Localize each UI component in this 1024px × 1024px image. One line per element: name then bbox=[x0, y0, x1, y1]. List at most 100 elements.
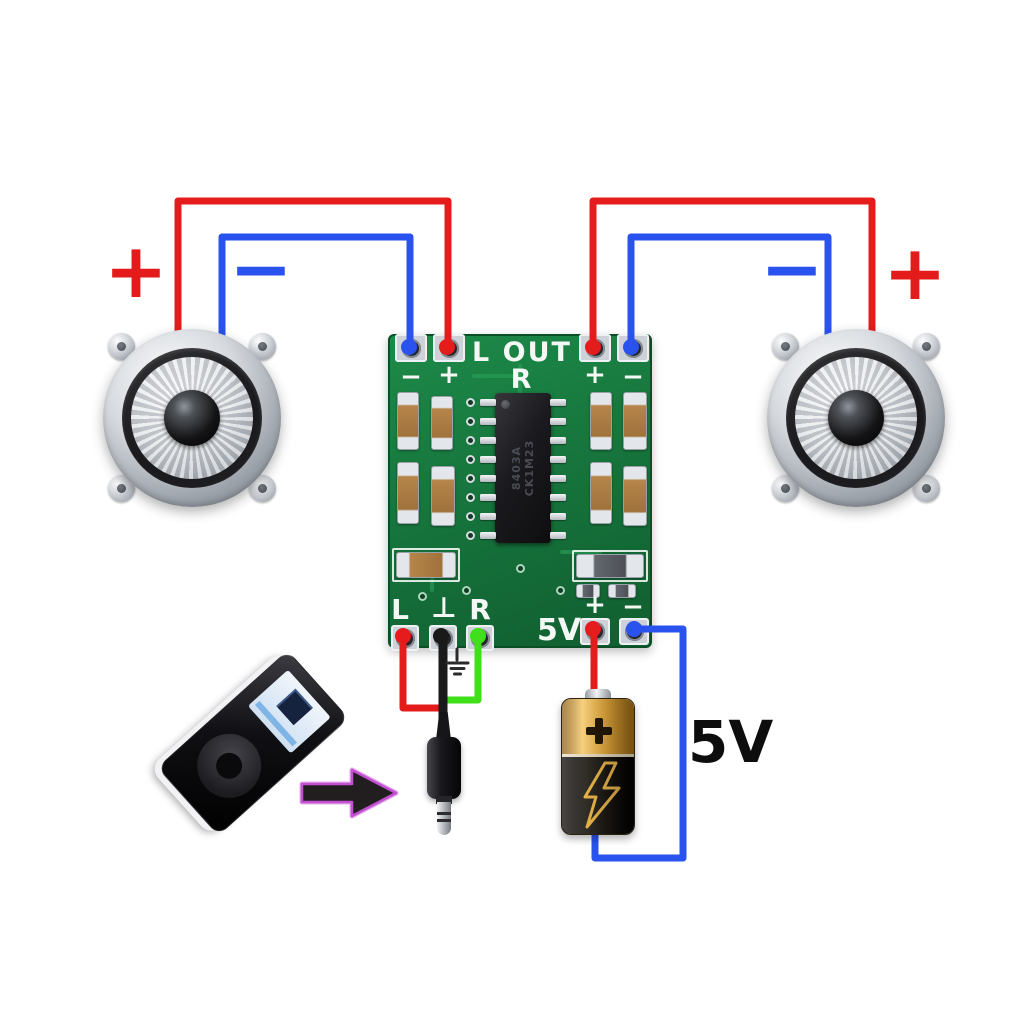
jack-ring bbox=[437, 812, 451, 815]
amplifier-ic: 8403A CK1M23 bbox=[495, 393, 551, 543]
pcb-trace bbox=[560, 550, 602, 554]
solder-cap bbox=[401, 339, 417, 355]
ic-pin bbox=[550, 437, 566, 444]
smd-inductor bbox=[396, 552, 456, 578]
ic-pin bbox=[550, 418, 566, 425]
ic-pin bbox=[480, 418, 496, 425]
via bbox=[466, 512, 475, 521]
via bbox=[466, 398, 475, 407]
jack-plug-tip bbox=[437, 802, 451, 835]
ic-pin1-marker-icon bbox=[501, 400, 510, 409]
smd-capacitor bbox=[590, 462, 612, 524]
via bbox=[466, 455, 475, 464]
right-speaker-plus-label: + bbox=[883, 227, 947, 317]
speaker-dustcap bbox=[164, 390, 220, 446]
smd-capacitor bbox=[590, 392, 612, 450]
pcb-via-dot bbox=[556, 586, 565, 595]
smd-resistor bbox=[576, 554, 644, 578]
left-speaker-minus-label: − bbox=[229, 223, 293, 313]
battery-black-section bbox=[562, 757, 634, 834]
pad-sign-plus: + bbox=[438, 360, 460, 390]
supply-voltage-label: 5V bbox=[688, 708, 774, 776]
smd-capacitor bbox=[397, 462, 419, 524]
solder-cap bbox=[439, 339, 455, 355]
power-sign-plus: + bbox=[584, 590, 606, 620]
solder-cap bbox=[470, 628, 486, 644]
smd-capacitor bbox=[623, 466, 647, 526]
left-speaker-icon bbox=[97, 323, 287, 513]
speaker-dustcap bbox=[828, 390, 884, 446]
solder-cap bbox=[623, 339, 639, 355]
ic-pin bbox=[550, 399, 566, 406]
jack-body bbox=[427, 737, 461, 799]
ic-pin bbox=[480, 399, 496, 406]
ic-pin bbox=[480, 532, 496, 539]
power-sign-minus: − bbox=[622, 592, 644, 622]
wire-input-left bbox=[399, 632, 448, 712]
ic-pin bbox=[550, 475, 566, 482]
smd-capacitor bbox=[431, 466, 455, 526]
ic-pin bbox=[550, 456, 566, 463]
wire-right-speaker-plus bbox=[589, 197, 876, 351]
solder-cap bbox=[585, 339, 601, 355]
pcb-trace bbox=[430, 564, 434, 592]
via bbox=[466, 417, 475, 426]
smd-capacitor bbox=[397, 392, 419, 450]
solder-cap bbox=[585, 621, 601, 637]
battery-icon bbox=[561, 689, 635, 835]
ground-symbol-icon bbox=[445, 647, 470, 676]
pcb-via-dot bbox=[516, 564, 525, 573]
left-speaker-plus-label: + bbox=[104, 225, 168, 315]
battery-divider bbox=[562, 754, 634, 757]
solder-cap bbox=[433, 628, 449, 644]
smd-resistor bbox=[608, 584, 636, 598]
via bbox=[466, 531, 475, 540]
pcb-trace bbox=[472, 374, 522, 378]
input-pin-gnd-label: ⊥ bbox=[431, 591, 457, 624]
jack-strain-relief bbox=[436, 712, 451, 740]
pad-sign-minus: − bbox=[400, 362, 422, 392]
smd-capacitor bbox=[431, 396, 453, 450]
pad-sign-plus: + bbox=[584, 360, 606, 390]
ic-pin bbox=[550, 532, 566, 539]
battery-plus-icon bbox=[595, 718, 603, 744]
smd-resistor bbox=[576, 584, 600, 598]
component-outline bbox=[572, 550, 648, 582]
via bbox=[466, 436, 475, 445]
pcb-via-dot bbox=[462, 586, 471, 595]
ic-pin bbox=[480, 456, 496, 463]
wire-battery-negative bbox=[591, 625, 687, 862]
via bbox=[466, 474, 475, 483]
ic-pin bbox=[480, 437, 496, 444]
right-speaker-icon bbox=[761, 323, 951, 513]
lightning-bolt-icon bbox=[583, 761, 621, 829]
jack-ring bbox=[437, 819, 451, 822]
wire-left-speaker-plus bbox=[174, 197, 452, 351]
battery-shine bbox=[562, 699, 634, 834]
input-pin-L-label: L bbox=[391, 593, 409, 626]
audio-jack-icon bbox=[420, 710, 470, 840]
ic-pin bbox=[480, 513, 496, 520]
component-outline bbox=[392, 548, 460, 582]
ic-pin bbox=[550, 513, 566, 520]
wire-left-speaker-minus bbox=[218, 233, 414, 351]
board-power-label: 5V bbox=[536, 613, 582, 648]
ic-pin bbox=[480, 494, 496, 501]
jack-neck bbox=[436, 796, 452, 804]
battery-body bbox=[561, 698, 635, 835]
wire-right-speaker-minus bbox=[627, 233, 832, 351]
ic-pin bbox=[480, 475, 496, 482]
smd-capacitor bbox=[623, 392, 647, 450]
solder-cap bbox=[626, 621, 642, 637]
input-pin-R-label: R bbox=[469, 593, 491, 626]
ic-pin bbox=[550, 494, 566, 501]
pcb-trace bbox=[518, 364, 522, 394]
pcb-via-dot bbox=[418, 592, 427, 601]
solder-cap bbox=[395, 628, 411, 644]
board-output-header: L OUT R bbox=[472, 337, 572, 395]
pad-sign-minus: − bbox=[622, 362, 644, 392]
right-speaker-minus-label: − bbox=[760, 223, 824, 313]
via bbox=[466, 493, 475, 502]
